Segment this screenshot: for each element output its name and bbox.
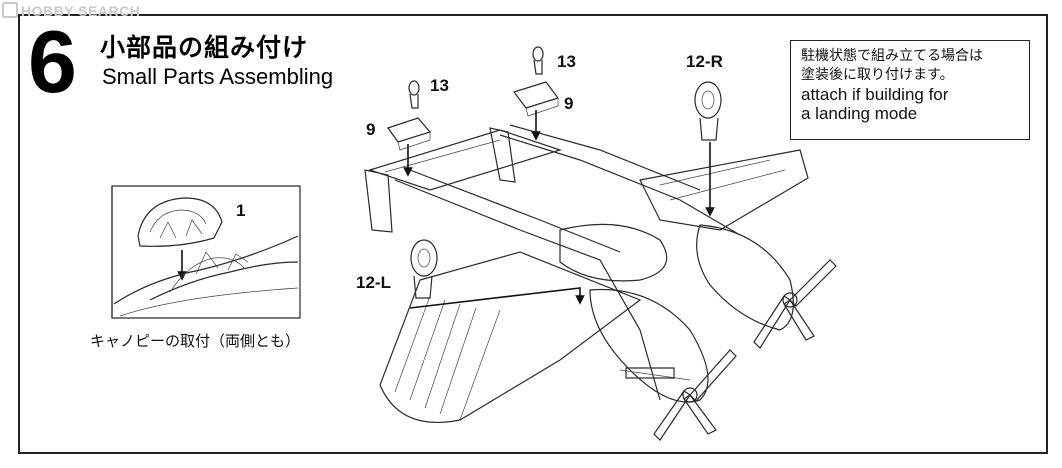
canopy-part-icon <box>137 197 223 247</box>
note-en-line-2: a landing mode <box>801 104 918 123</box>
landing-mode-note: 駐機状態で組み立てる場合は 塗装後に取り付けます。 attach if buil… <box>790 40 1030 140</box>
step-number: 6 <box>28 12 77 111</box>
step-title-en: Small Parts Assembling <box>102 64 334 89</box>
canopy-part-label: 1 <box>236 201 246 220</box>
note-jp-line-1: 駐機状態で組み立てる場合は <box>801 48 983 64</box>
watermark-logo-icon <box>2 2 18 18</box>
part-9-right-icon <box>513 81 559 117</box>
part-9-left-label: 9 <box>366 120 376 139</box>
part-12-r-icon <box>694 81 722 141</box>
part-12-l-icon <box>410 239 438 299</box>
part-13-right-icon <box>532 46 544 75</box>
part-12-r-label: 12-R <box>686 52 723 71</box>
part-13-left-label: 13 <box>430 76 449 95</box>
aircraft-drawing <box>364 124 837 441</box>
part-9-right-label: 9 <box>564 94 574 113</box>
step-title-jp: 小部品の組み付け <box>100 33 309 62</box>
watermark: HOBBY SEARCH <box>2 2 140 19</box>
note-en-line-1: attach if building for <box>801 85 949 104</box>
watermark-text: HOBBY SEARCH <box>21 3 141 19</box>
part-9-left-icon <box>387 117 432 151</box>
part-13-right-label: 13 <box>557 52 576 71</box>
part-12-l-label: 12-L <box>356 273 391 292</box>
note-jp-line-2: 塗装後に取り付けます。 <box>801 67 954 83</box>
canopy-caption: キャノピーの取付（両側とも） <box>90 332 301 350</box>
propeller-right-icon <box>753 259 837 349</box>
propeller-left-icon <box>653 349 737 441</box>
step-frame <box>18 14 1048 454</box>
canopy-detail-inset <box>111 185 301 319</box>
part-13-left-icon <box>408 80 420 109</box>
